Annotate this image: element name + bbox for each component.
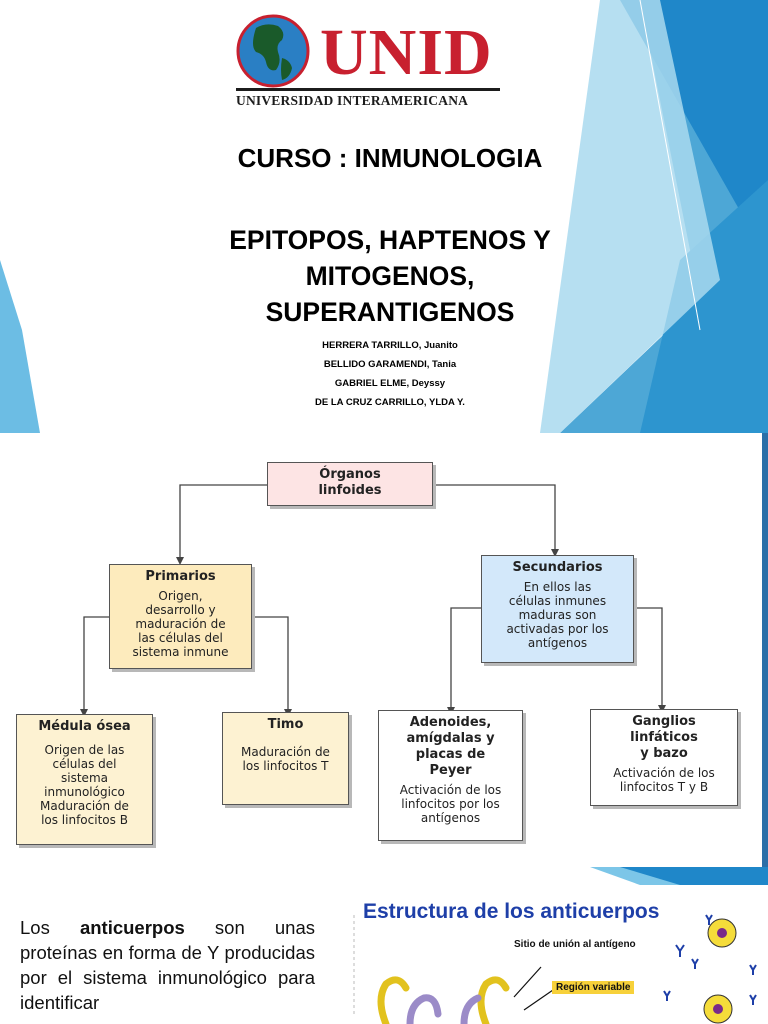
decor-line — [639, 0, 701, 331]
box-body-line: Origen, — [158, 589, 203, 603]
pointer-line — [513, 966, 542, 998]
box-body: En ellos las células inmunes maduras son… — [482, 580, 633, 650]
connector-secundarios-ganglios — [632, 607, 663, 707]
box-title: linfoides — [318, 483, 382, 498]
box-body-line: linfocitos T y B — [619, 780, 709, 794]
box-title: Órganos — [319, 467, 381, 482]
para-text: son unas proteínas en forma de Y produci… — [20, 917, 315, 1013]
box-title: Secundarios — [512, 560, 603, 575]
decor-shape-light — [540, 0, 720, 433]
box-body: Origen de las células del sistema inmuno… — [17, 743, 152, 827]
box-body-line: antígenos — [420, 811, 481, 825]
authors-list: HERRERA TARRILLO, Juanito BELLIDO GARAME… — [200, 336, 580, 412]
pointer-line — [523, 989, 554, 1011]
box-body-line: activadas por los — [506, 622, 609, 636]
label-binding-site: Sitio de unión al antígeno — [514, 939, 636, 950]
para-keyword: anticuerpos — [79, 917, 185, 938]
slide-decoration — [590, 867, 768, 885]
box-body-line: maduración de — [135, 617, 226, 631]
title-slide: UNID UNIVERSIDAD INTERAMERICANA CURSO : … — [0, 0, 768, 433]
small-antibody-icons — [663, 914, 757, 1005]
connector-primarios-medula — [83, 616, 120, 711]
cell-icon — [703, 994, 733, 1024]
box-title: Primarios — [145, 569, 216, 584]
connector-root-secundarios — [433, 484, 556, 551]
box-body-line: sistema inmune — [132, 645, 229, 659]
arrowhead — [176, 557, 184, 565]
logo-wordmark: UNID — [320, 16, 493, 89]
box-ganglios: Ganglios linfáticos y bazo Activación de… — [590, 709, 738, 806]
box-body-line: las células del — [138, 631, 223, 645]
box-body-line: células inmunes — [508, 594, 607, 608]
box-body-line: maduras son — [518, 608, 597, 622]
box-body: Maduración de los linfocitos T — [223, 745, 348, 773]
box-body-line: Maduración de — [40, 799, 129, 813]
cell-icon — [707, 918, 737, 948]
box-title: Médula ósea — [38, 719, 131, 734]
slide-decoration — [0, 0, 768, 433]
decor-shape-top-light — [590, 867, 680, 885]
box-body-line: Maduración de — [241, 745, 330, 759]
box-adenoides: Adenoides, amígdalas y placas de Peyer A… — [378, 710, 523, 841]
decor-shape-left — [0, 260, 40, 433]
unid-logo — [236, 14, 310, 88]
lymphoid-organs-slide: Órganos linfoides Primarios Origen, desa… — [0, 433, 768, 867]
topic-line: MITOGENOS, — [305, 261, 475, 291]
box-medula-osea: Médula ósea Origen de las células del si… — [16, 714, 153, 845]
connector-root-primarios — [179, 484, 267, 559]
box-title: Ganglios — [632, 714, 696, 729]
illustration-title: Estructura de los anticuerpos — [363, 900, 660, 923]
box-body-line: células del — [52, 757, 117, 771]
box-title: y bazo — [640, 746, 688, 761]
box-title: placas de — [415, 747, 486, 762]
box-body-line: En ellos las — [523, 580, 592, 594]
box-body-line: Activación de los — [613, 766, 715, 780]
box-body-line: linfocitos por los — [401, 797, 500, 811]
topic-title: EPITOPOS, HAPTENOS Y MITOGENOS, SUPERANT… — [150, 222, 630, 330]
slide-edge-bar — [762, 433, 768, 867]
author-name: BELLIDO GARAMENDI, Tania — [323, 359, 457, 370]
box-secundarios: Secundarios En ellos las células inmunes… — [481, 555, 634, 663]
antibodies-slide: Los anticuerpos son unas proteínas en fo… — [0, 867, 768, 1024]
box-organos-linfoides: Órganos linfoides — [267, 462, 433, 506]
box-title: Peyer — [429, 763, 472, 778]
connector-primarios-timo — [240, 616, 289, 711]
box-body-line: los linfocitos B — [41, 813, 128, 827]
author-name: GABRIEL ELME, Deyssy — [334, 378, 446, 389]
para-prefix: Los — [20, 917, 80, 938]
author-name: HERRERA TARRILLO, Juanito — [322, 340, 458, 351]
box-body-line: Activación de los — [399, 783, 502, 797]
arrowhead — [80, 709, 88, 717]
box-primarios: Primarios Origen, desarrollo y maduració… — [109, 564, 252, 669]
box-body: Origen, desarrollo y maduración de las c… — [110, 589, 251, 659]
decor-shape-bottom-right — [640, 180, 768, 433]
connector-secundarios-adenoides — [450, 607, 482, 709]
box-title: Adenoides, — [409, 715, 492, 730]
logo-divider — [236, 88, 500, 91]
antibody-illustration — [353, 914, 757, 1024]
box-body: Activación de los linfocitos T y B — [591, 766, 737, 794]
topic-line: EPITOPOS, HAPTENOS Y — [229, 225, 551, 255]
box-body-line: los linfocitos T — [242, 759, 329, 773]
box-body: Activación de los linfocitos por los ant… — [379, 783, 522, 825]
topic-line: SUPERANTIGENOS — [265, 297, 515, 327]
box-body-line: antígenos — [527, 636, 588, 650]
box-body-line: desarrollo y — [145, 603, 216, 617]
arrowhead — [551, 549, 559, 557]
box-body-line: inmunológico — [44, 785, 125, 799]
box-title: Timo — [267, 717, 304, 732]
author-name: DE LA CRUZ CARRILLO, YLDA Y. — [315, 397, 465, 408]
antibody-shape — [377, 976, 510, 1024]
box-title: amígdalas y — [406, 731, 495, 746]
logo-subtitle: UNIVERSIDAD INTERAMERICANA — [236, 93, 469, 108]
label-variable-region: Región variable — [552, 981, 635, 994]
box-body-line: Origen de las — [44, 743, 125, 757]
antibody-paragraph: Los anticuerpos son unas proteínas en fo… — [20, 915, 315, 1015]
box-body-line: sistema — [61, 771, 108, 785]
box-timo: Timo Maduración de los linfocitos T — [222, 712, 349, 805]
box-title: linfáticos — [630, 730, 698, 745]
course-title: CURSO : INMUNOLOGIA — [237, 143, 543, 173]
